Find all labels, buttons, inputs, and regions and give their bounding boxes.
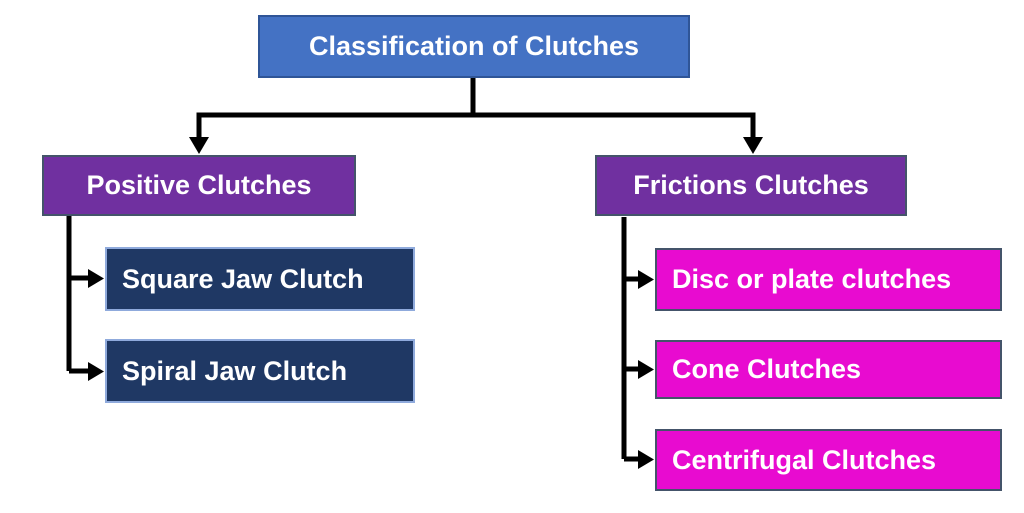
root-node-label: Classification of Clutches	[308, 31, 640, 61]
leaf-node-disc-or-plate-clutches: Disc or plate clutches	[655, 248, 1002, 311]
branch-node-label: Positive Clutches	[86, 170, 312, 200]
root-node-classification: Classification of Clutches	[258, 15, 690, 78]
leaf-node-label: Disc or plate clutches	[672, 264, 952, 294]
leaf-node-centrifugal-clutches: Centrifugal Clutches	[655, 429, 1002, 491]
leaf-node-spiral-jaw-clutch: Spiral Jaw Clutch	[105, 339, 415, 403]
arrowhead-to-square-jaw	[88, 269, 104, 288]
branch-node-label: Frictions Clutches	[633, 170, 869, 200]
arrowhead-to-centrifugal	[638, 450, 654, 469]
leaf-node-label: Square Jaw Clutch	[122, 263, 364, 294]
arrowhead-to-disc	[638, 270, 654, 289]
leaf-node-cone-clutches: Cone Clutches	[655, 340, 1002, 399]
arrowhead-to-positive	[189, 137, 209, 154]
arrowhead-to-spiral-jaw	[88, 362, 104, 381]
leaf-node-label: Spiral Jaw Clutch	[122, 355, 348, 386]
branch-node-frictions-clutches: Frictions Clutches	[595, 155, 907, 216]
leaf-node-label: Cone Clutches	[672, 354, 862, 384]
arrowhead-to-frictions	[743, 137, 763, 154]
arrowhead-to-cone	[638, 360, 654, 379]
branch-node-positive-clutches: Positive Clutches	[42, 155, 356, 216]
root-to-branches-connector	[196, 78, 756, 140]
leaf-node-square-jaw-clutch: Square Jaw Clutch	[105, 247, 415, 311]
frictions-branch-connector	[621, 217, 639, 462]
leaf-node-label: Centrifugal Clutches	[672, 444, 937, 475]
positive-branch-connector	[66, 215, 89, 374]
